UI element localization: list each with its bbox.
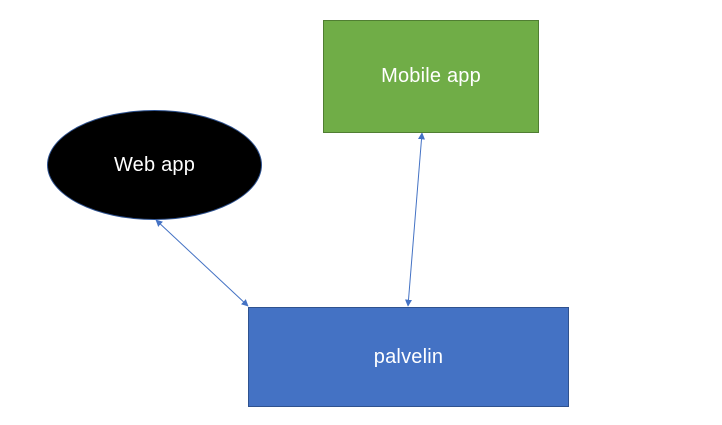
palvelin-node: palvelin [248, 307, 569, 407]
web-app-label: Web app [113, 153, 196, 176]
mobile-app-label: Mobile app [381, 65, 481, 87]
mobile-app-node: Mobile app [323, 20, 539, 133]
palvelin-label: palvelin [373, 345, 444, 368]
edge-web-app-palvelin [155, 219, 249, 307]
web-app-node: Web app [47, 110, 262, 220]
edge-mobile-app-palvelin [405, 132, 425, 307]
